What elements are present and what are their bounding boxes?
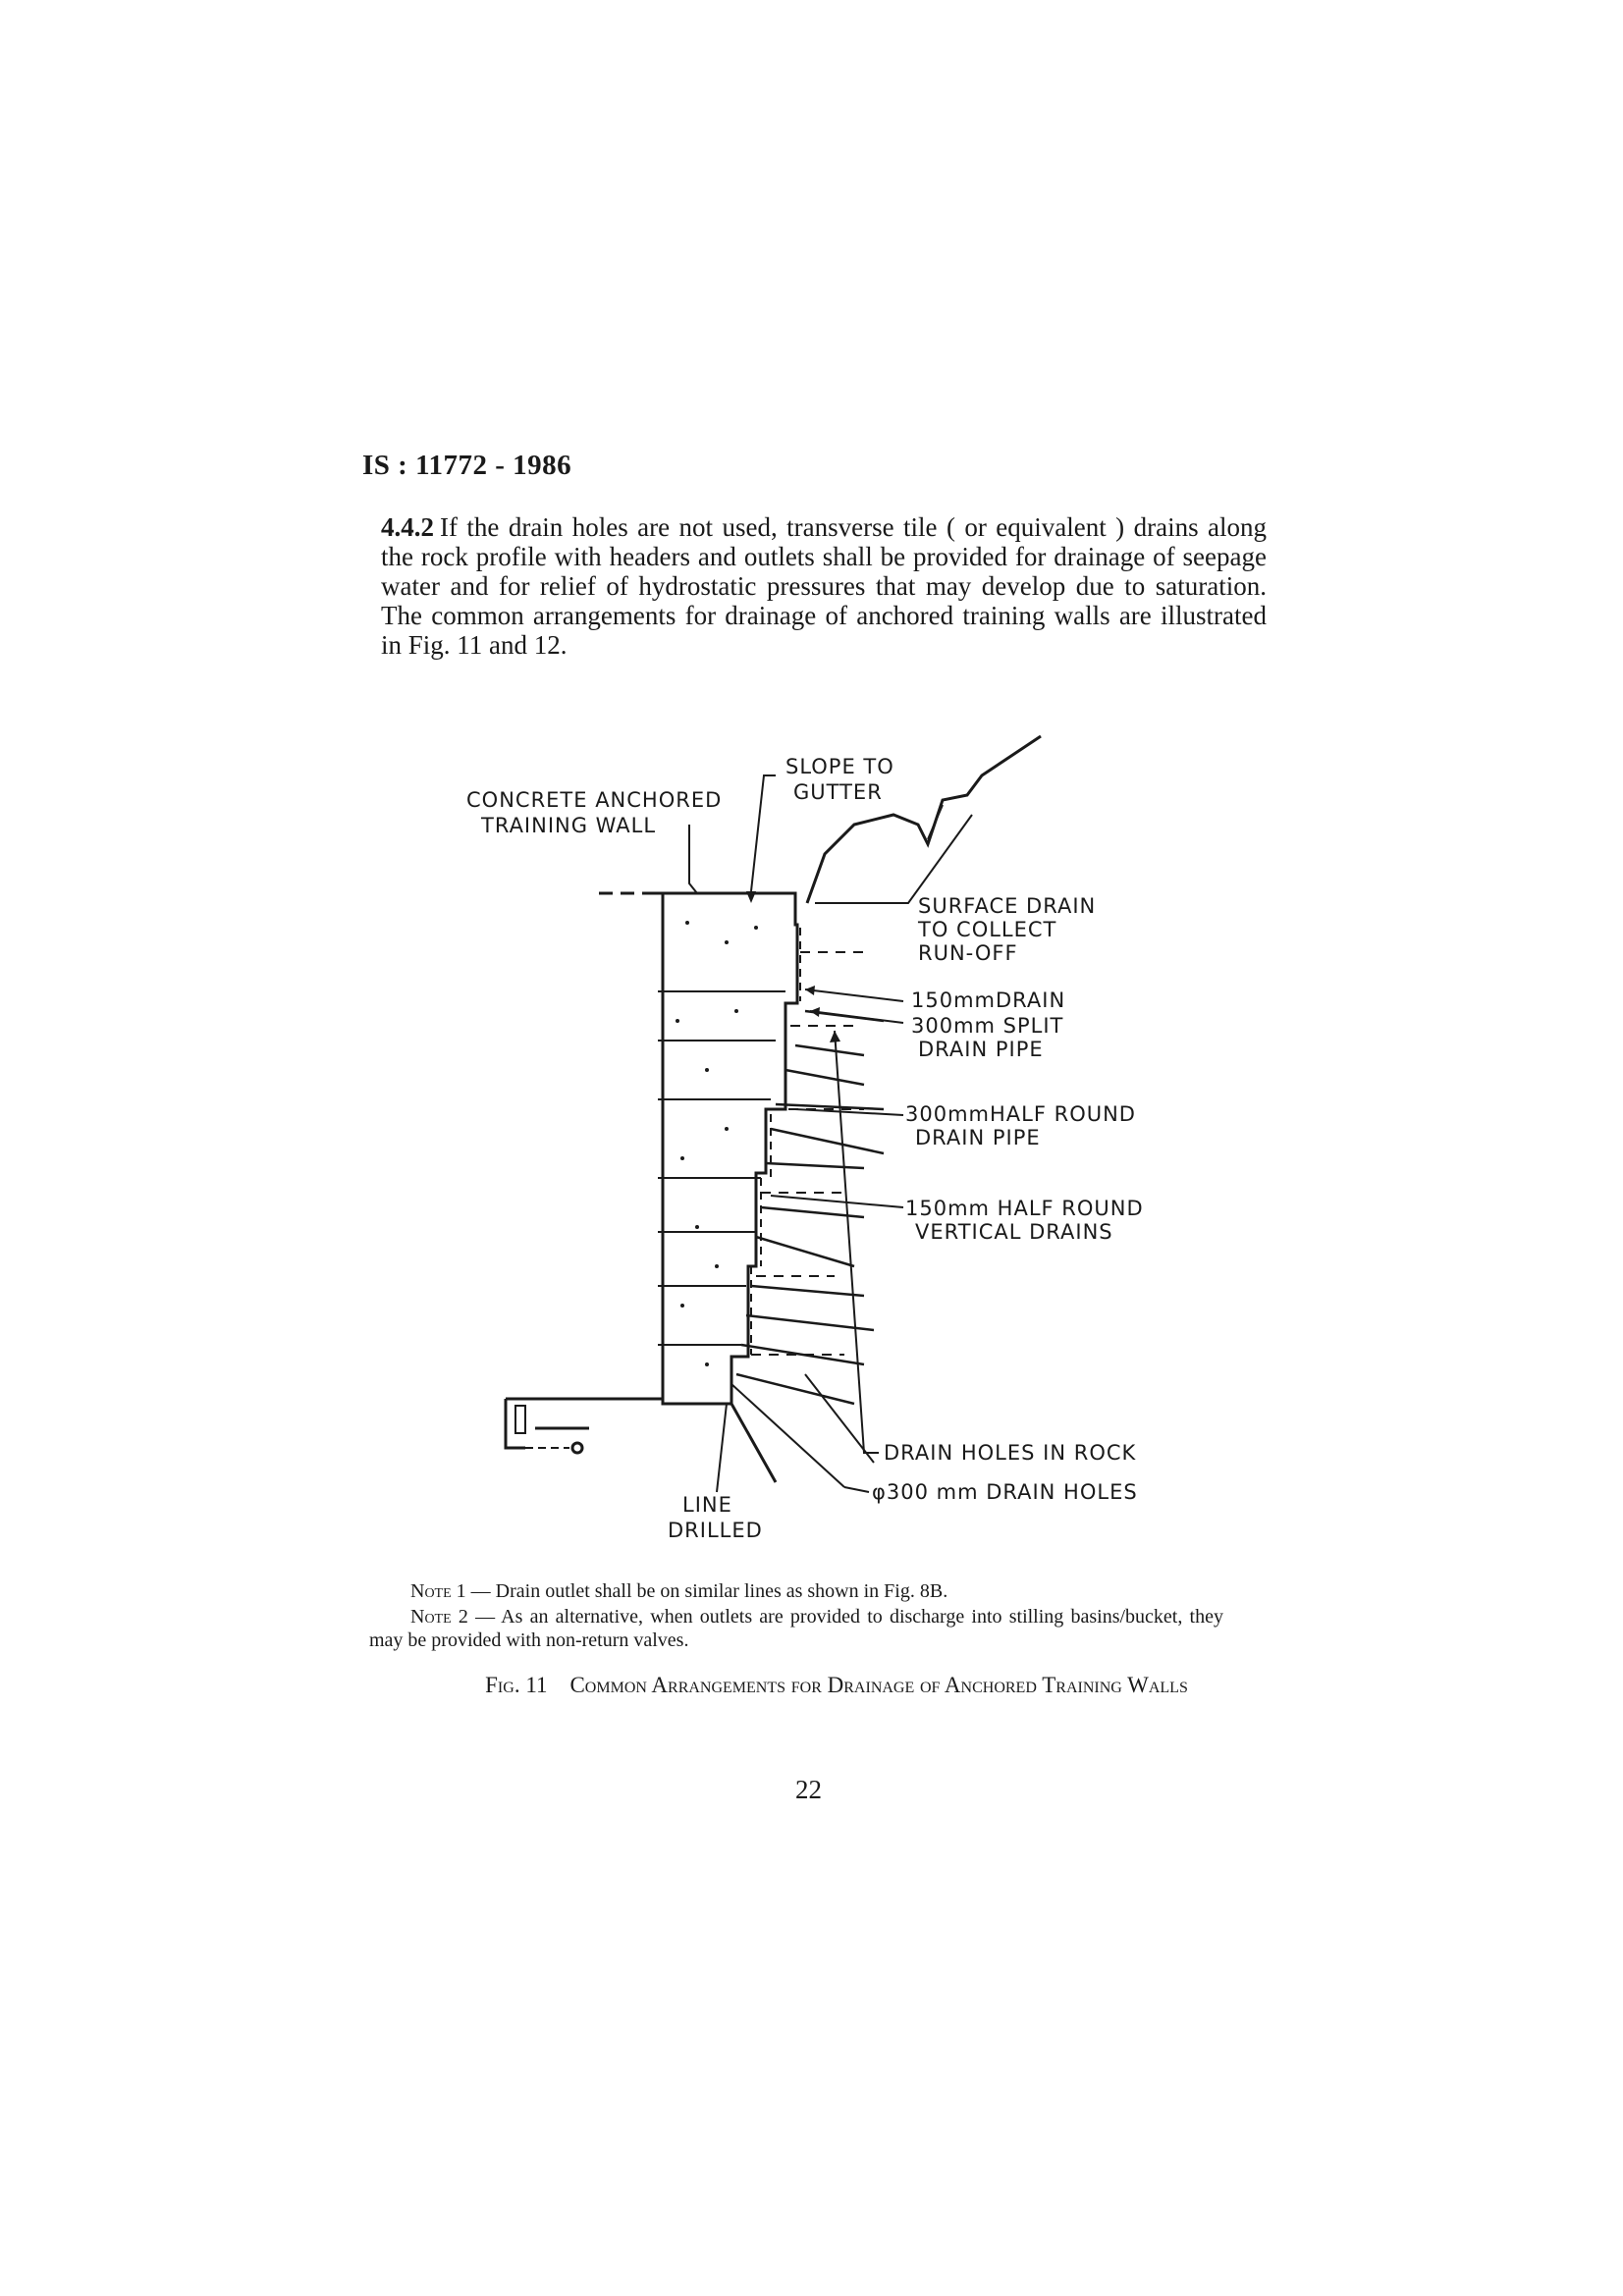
label-surface-3: RUN-OFF — [918, 941, 1018, 965]
label-drain-holes-rock: DRAIN HOLES IN ROCK — [884, 1441, 1137, 1465]
label-halfround-2: DRAIN PIPE — [915, 1126, 1041, 1149]
label-surface-2: TO COLLECT — [917, 918, 1056, 941]
caption-title: Common Arrangements for Drainage of Anch… — [569, 1673, 1188, 1697]
label-slope-1: SLOPE TO — [785, 755, 894, 778]
note-2-label: Note 2 — [410, 1606, 468, 1628]
leader-150 — [804, 988, 904, 1002]
base-slab — [504, 1397, 663, 1450]
leader-rock — [834, 1030, 879, 1454]
page-number: 22 — [795, 1775, 822, 1804]
document-header: IS : 11772 - 1986 — [362, 450, 572, 481]
paragraph-text: If the drain holes are not used, transve… — [381, 512, 1267, 660]
note-1: Note 1 — Drain outlet shall be on simila… — [410, 1579, 1265, 1603]
figure-caption: Fig. 11 Common Arrangements for Drainage… — [385, 1671, 1288, 1700]
label-slope-2: GUTTER — [793, 780, 883, 804]
leader-split — [809, 1010, 904, 1024]
leader-slope — [750, 774, 776, 892]
label-split-2: DRAIN PIPE — [918, 1038, 1044, 1061]
note-2-text: — As an alternative, when outlets are pr… — [369, 1606, 1223, 1651]
leader-halfround — [794, 1108, 904, 1116]
wall-joints — [658, 990, 785, 1346]
leader-vertical — [770, 1195, 904, 1208]
label-line: LINE — [682, 1493, 732, 1517]
note-1-text: — Drain outlet shall be on similar lines… — [470, 1580, 948, 1602]
line-drilled-face — [730, 1403, 778, 1483]
leader-surface — [815, 814, 973, 904]
leader-drilled — [716, 1403, 728, 1493]
dashed-drains — [751, 951, 864, 1356]
leader-300 — [730, 1383, 845, 1488]
label-vertical-2: VERTICAL DRAINS — [915, 1220, 1113, 1244]
label-drilled: DRILLED — [668, 1519, 763, 1542]
label-halfround-1: 300mmHALF ROUND — [905, 1102, 1136, 1126]
concrete-wall-outline — [653, 891, 799, 1406]
note-1-label: Note 1 — [410, 1580, 466, 1602]
label-wall-2: TRAINING WALL — [480, 814, 656, 837]
vertical-drains — [750, 928, 801, 1355]
leader-wall — [688, 825, 698, 894]
rock-profile — [805, 734, 1042, 904]
drainage-diagram: CONCRETE ANCHORED TRAINING WALL SLOPE TO… — [466, 734, 1144, 1542]
label-split-1: 300mm SPLIT — [911, 1014, 1063, 1038]
drain-holes — [735, 1009, 885, 1406]
label-surface-1: SURFACE DRAIN — [918, 894, 1096, 918]
label-drain-holes-300: φ300 mm DRAIN HOLES — [872, 1480, 1138, 1504]
label-wall-1: CONCRETE ANCHORED — [466, 788, 722, 812]
caption-fig-label: Fig. 11 — [485, 1673, 548, 1697]
figure-11-drawing: CONCRETE ANCHORED TRAINING WALL SLOPE TO… — [432, 717, 1237, 1575]
label-drain150: 150mmDRAIN — [911, 988, 1065, 1012]
paragraph-number: 4.4.2 — [381, 512, 434, 542]
label-vertical-1: 150mm HALF ROUND — [905, 1197, 1144, 1220]
note-2: Note 2 — As an alternative, when outlets… — [369, 1605, 1223, 1652]
